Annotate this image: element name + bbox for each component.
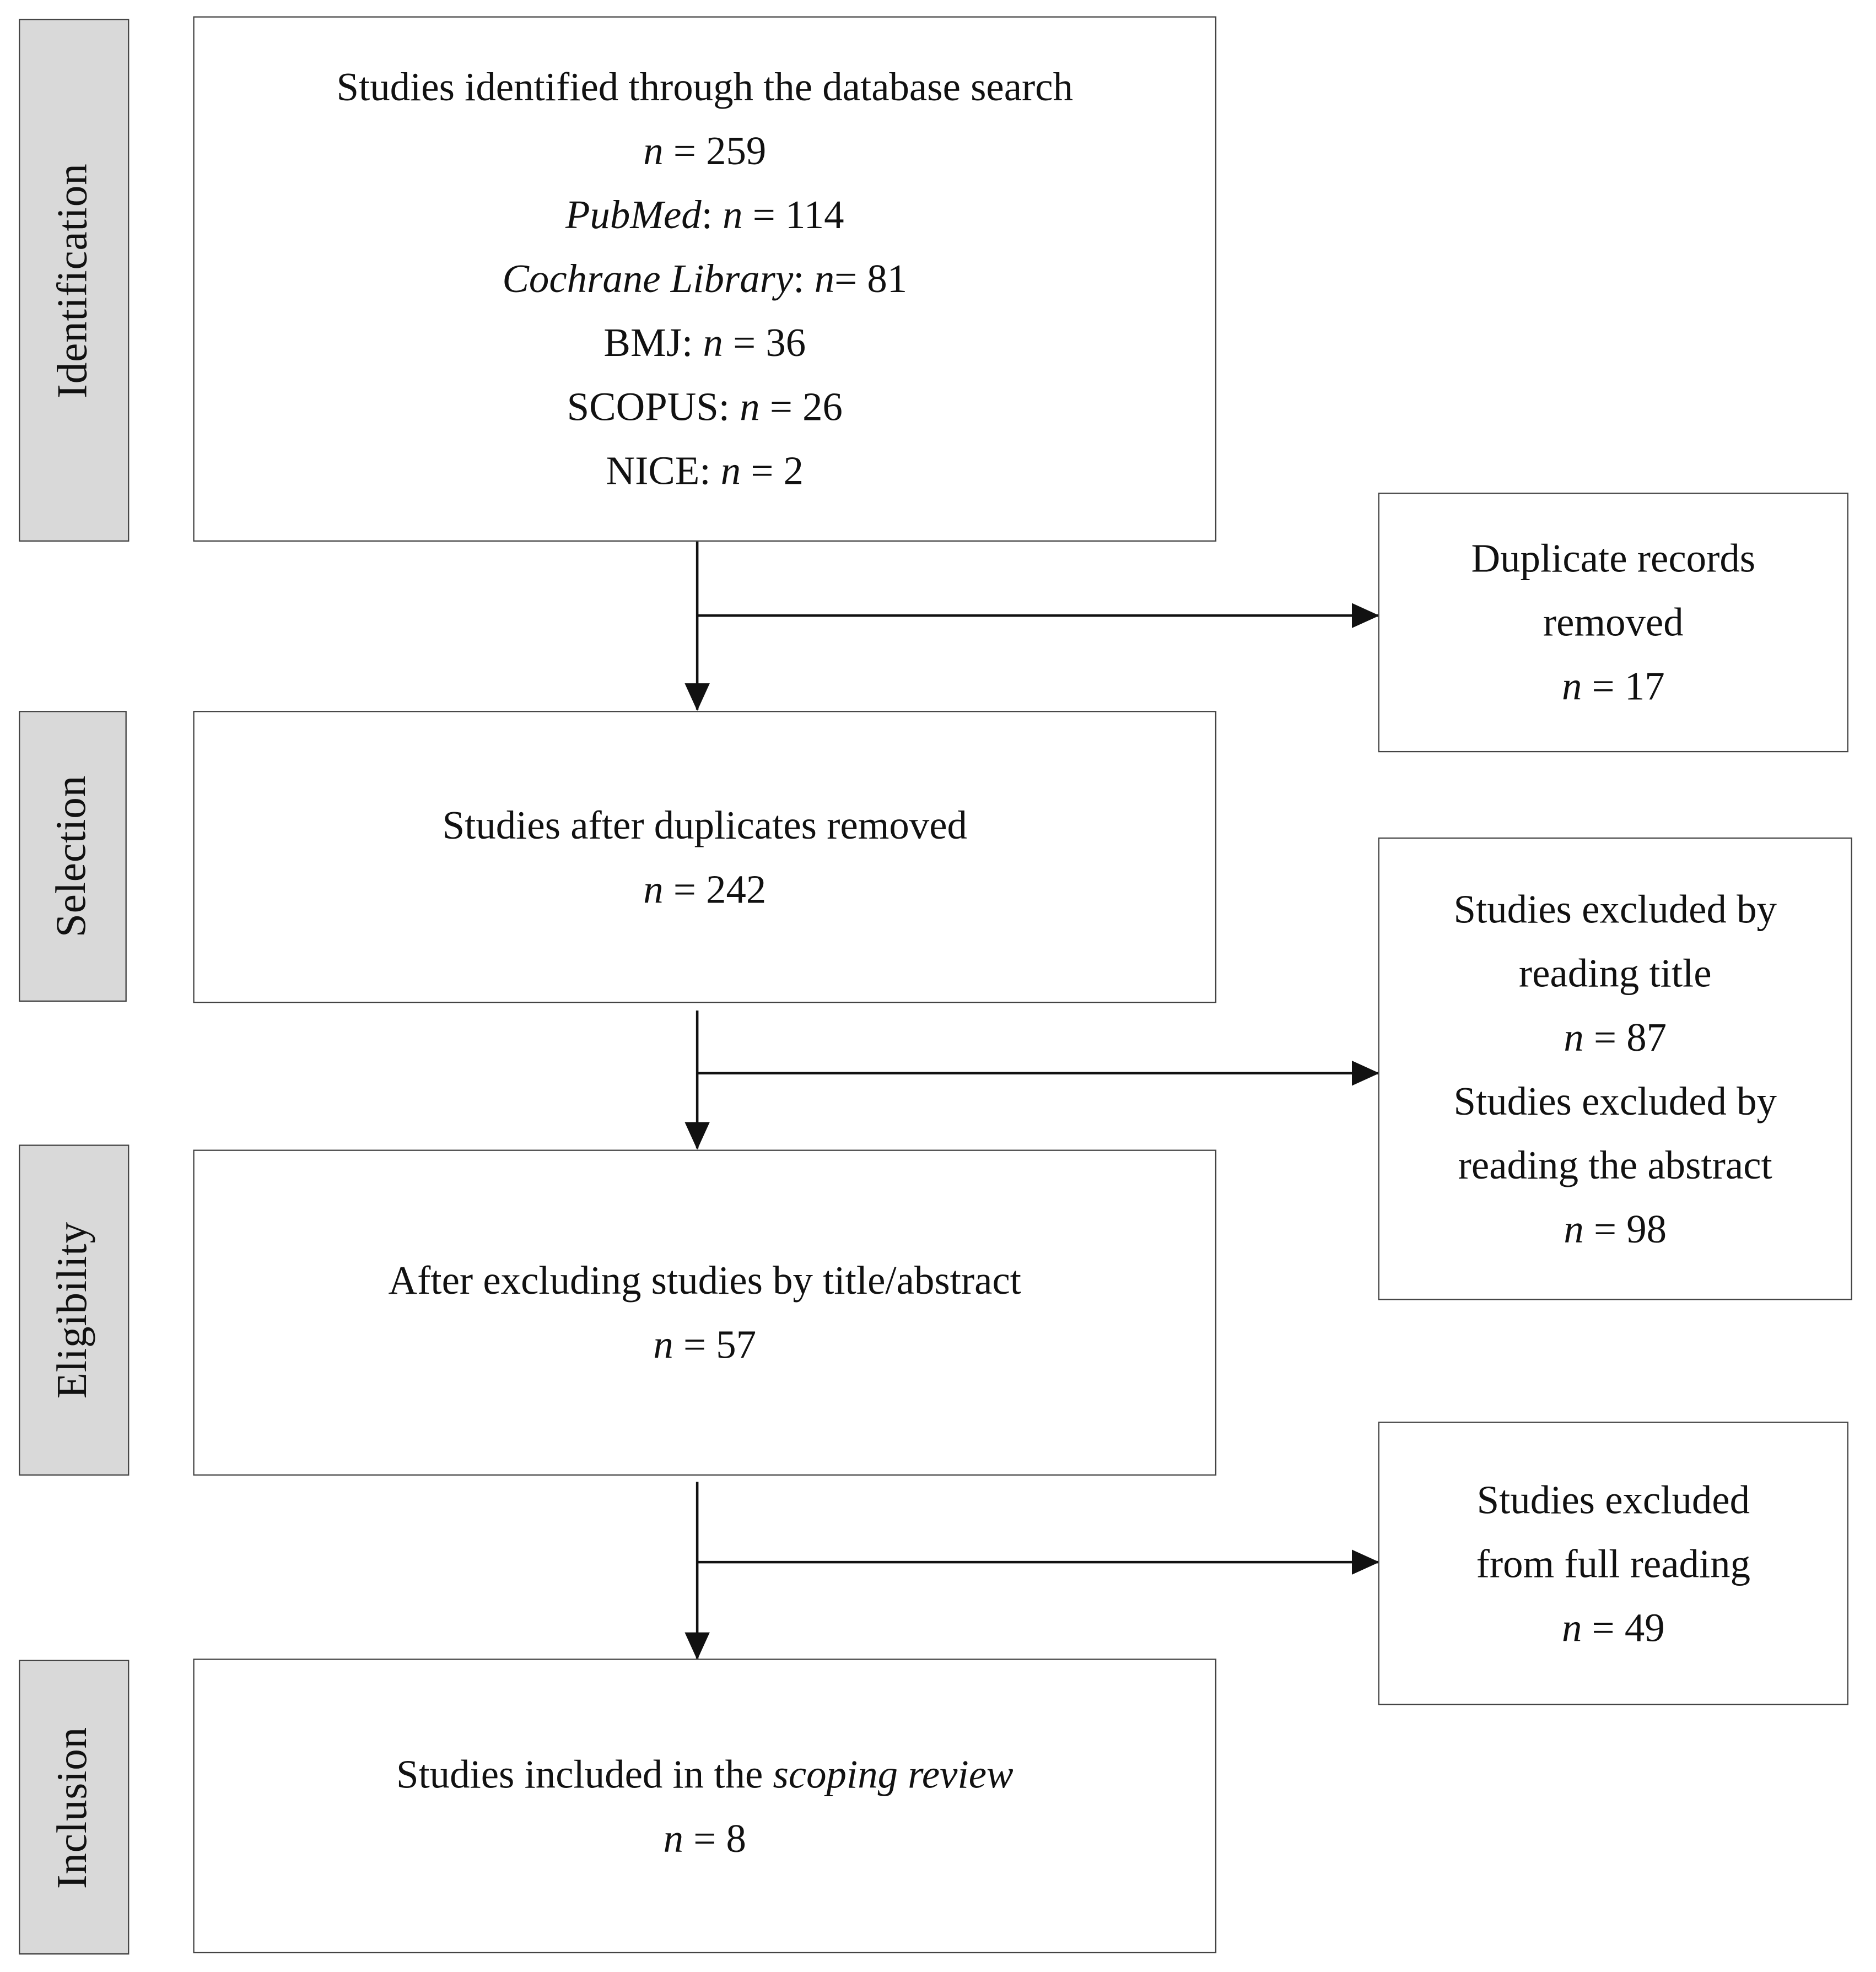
phase-inclusion-label: Inclusion — [50, 1726, 97, 1889]
source-bmj: BMJ: n = 36 — [603, 320, 806, 365]
source-nice: NICE: n = 2 — [606, 447, 804, 493]
n-symbol: n — [1564, 1013, 1584, 1059]
n-symbol: n — [703, 320, 723, 365]
identified-studies-box: Studies identified through the database … — [193, 16, 1217, 542]
n-symbol: n — [723, 192, 743, 237]
duplicates-count: n = 17 — [1562, 655, 1665, 718]
phase-selection-label: Selection — [48, 775, 95, 938]
excluded-title-abstract-box: Studies excluded by reading title n = 87… — [1378, 837, 1852, 1300]
n-symbol: n — [1561, 663, 1582, 709]
excluded-full-count: n = 49 — [1562, 1595, 1665, 1659]
after-title-abstract-box: After excluding studies by title/abstrac… — [193, 1149, 1217, 1476]
included-value: = 8 — [683, 1814, 746, 1860]
after-duplicates-value: = 242 — [663, 866, 767, 911]
excluded-full-line2: from full reading — [1476, 1540, 1750, 1586]
identified-total-value: = 259 — [663, 128, 767, 174]
source-name: PubMed — [565, 192, 702, 237]
excluded-full-value: = 49 — [1582, 1604, 1665, 1650]
after-duplicates-box: Studies after duplicates removed n = 242 — [193, 711, 1217, 1003]
source-value: = 81 — [834, 256, 908, 301]
n-symbol: n — [643, 128, 664, 174]
source-value: = 114 — [742, 192, 844, 237]
excluded-abstract-line2: reading the abstract — [1458, 1141, 1772, 1187]
included-count: n = 8 — [664, 1806, 746, 1870]
phase-selection: Selection — [19, 711, 127, 1002]
duplicates-value: = 17 — [1582, 663, 1665, 709]
source-pubmed: PubMed: n = 114 — [565, 192, 844, 237]
after-title-abstract-value: = 57 — [673, 1321, 757, 1367]
duplicates-line1: Duplicate records — [1471, 535, 1756, 581]
source-name: Cochrane Library — [502, 256, 794, 301]
n-symbol: n — [1561, 1604, 1582, 1650]
source-scopus: SCOPUS: n = 26 — [567, 383, 843, 429]
source-value: = 2 — [741, 447, 804, 493]
after-title-abstract-heading: After excluding studies by title/abstrac… — [388, 1257, 1022, 1303]
excluded-abstract-line1: Studies excluded by — [1453, 1077, 1777, 1123]
phase-identification-label: Identification — [50, 163, 97, 398]
included-heading: Studies included in the scoping review — [396, 1751, 1014, 1796]
after-title-abstract-count: n = 57 — [653, 1312, 756, 1376]
n-symbol: n — [740, 383, 760, 429]
excluded-abstract-count: n = 98 — [1564, 1197, 1667, 1261]
source-name: NICE — [606, 447, 700, 493]
n-symbol: n — [663, 1814, 684, 1860]
excluded-title-count: n = 87 — [1564, 1005, 1667, 1069]
n-symbol: n — [1564, 1205, 1584, 1251]
n-symbol: n — [720, 447, 741, 493]
after-duplicates-heading: Studies after duplicates removed — [442, 802, 967, 847]
phase-identification: Identification — [19, 19, 130, 542]
source-name: SCOPUS — [567, 383, 719, 429]
excluded-abstract-value: = 98 — [1583, 1205, 1667, 1251]
source-name: BMJ — [603, 320, 682, 365]
excluded-title-line1: Studies excluded by — [1453, 885, 1777, 931]
excluded-title-value: = 87 — [1583, 1013, 1667, 1059]
phase-eligibility: Eligibility — [19, 1144, 130, 1476]
identified-heading: Studies identified through the database … — [336, 64, 1074, 109]
duplicates-line2: removed — [1543, 599, 1684, 645]
excluded-title-line2: reading title — [1518, 949, 1712, 995]
identified-total: n = 259 — [643, 119, 766, 183]
scoping-review-term: scoping review — [773, 1751, 1014, 1796]
phase-inclusion: Inclusion — [19, 1660, 130, 1955]
source-value: = 36 — [723, 320, 806, 365]
n-symbol: n — [653, 1321, 673, 1367]
duplicates-removed-box: Duplicate records removed n = 17 — [1378, 493, 1848, 753]
phase-eligibility-label: Eligibility — [50, 1222, 97, 1399]
n-symbol: n — [643, 866, 664, 911]
n-symbol: n — [814, 256, 835, 301]
excluded-full-reading-box: Studies excluded from full reading n = 4… — [1378, 1422, 1848, 1705]
included-studies-box: Studies included in the scoping review n… — [193, 1658, 1217, 1954]
excluded-full-line1: Studies excluded — [1476, 1476, 1750, 1522]
source-cochrane: Cochrane Library: n= 81 — [502, 256, 908, 301]
source-value: = 26 — [759, 383, 843, 429]
after-duplicates-count: n = 242 — [643, 857, 766, 921]
